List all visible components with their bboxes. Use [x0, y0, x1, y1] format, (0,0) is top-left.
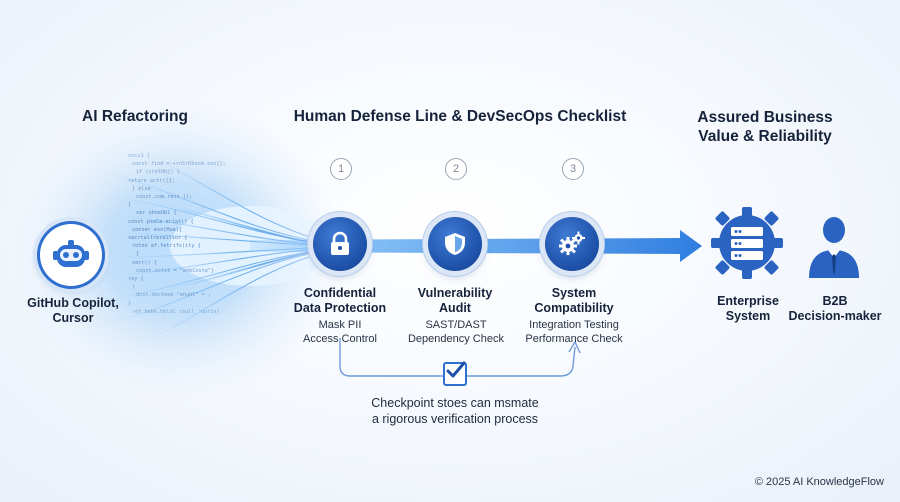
code-line: } else [132, 185, 151, 192]
checklist-heading: Human Defense Line & DevSecOps Checklist [293, 108, 627, 125]
code-line: const pseCe.eriat() { [128, 218, 194, 225]
code-line: const.sctst = "enbCoste"} [136, 267, 215, 274]
shield-icon [445, 233, 465, 255]
code-line: ) [132, 284, 136, 291]
decision-maker-graphic [803, 210, 865, 285]
step-2-number: 2 [445, 158, 467, 180]
step-1-title: Confidential Data Protection [293, 286, 387, 315]
enterprise-system-label: Enterprise System [717, 294, 779, 323]
code-line: return actr({}; [128, 177, 175, 184]
step-2-details: SAST/DAST Dependency Check [407, 319, 504, 345]
step-1-details: Mask PII Access Control [303, 319, 377, 345]
checkmark-icon [446, 361, 466, 378]
step-3-details: Integration Testing Performance Check [525, 319, 623, 345]
code-line: dcst.doctoee "enuhl" = ; [136, 292, 211, 299]
assured-value-heading: Assured Business Value & Reliability [697, 109, 833, 145]
code-line: rotnn af.fetrifs(ity { [132, 243, 201, 250]
code-line: sacrtaltrereitior { [128, 235, 188, 242]
code-line: } [128, 202, 132, 209]
step-2-node [428, 217, 482, 271]
businessman-icon [809, 217, 859, 278]
code-line: ret bekk.hbldl rsull 'ourln) [132, 308, 220, 315]
copilot-avatar [40, 224, 102, 286]
gears-icon [559, 231, 585, 255]
step-2-title: Vulnerability Audit [417, 286, 493, 315]
code-line: } [128, 300, 132, 307]
code-line: } [136, 251, 140, 258]
ai-tools-label: GitHub Copilot, Cursor [27, 296, 119, 325]
copyright-footer: © 2025 AI KnowledgeFlow [754, 476, 884, 488]
ai-refactoring-heading: AI Refactoring [82, 108, 188, 125]
decision-maker-label: B2B Decision-maker [788, 294, 882, 323]
step-3-node [545, 217, 599, 271]
feedback-arrowhead [568, 340, 581, 354]
code-line: cncs1 { [128, 153, 150, 159]
code-line: const find =-srnSrDhoom.son{}; [132, 161, 226, 168]
robot-icon [53, 240, 89, 267]
code-line: const.com.ress (); [136, 194, 193, 201]
step-1-node [313, 217, 367, 271]
checkpoint-box [443, 361, 467, 386]
code-snippet: cncs1 { const find =-srnSrDhoom.son{}; i… [128, 152, 288, 316]
step-1-number: 1 [330, 158, 352, 180]
step-3-title: System Compatibility [534, 286, 614, 315]
server-gear-icon [711, 207, 783, 279]
code-line: secr() { [132, 259, 157, 266]
enterprise-system-graphic [707, 203, 787, 288]
code-line: rey { [128, 276, 144, 283]
lock-icon [331, 231, 349, 255]
code-line: ser ohneObl { [136, 210, 177, 217]
step-3-number: 3 [562, 158, 584, 180]
code-line: conser esx(Hue({ [132, 226, 182, 233]
code-line: if (cretObj) { [136, 169, 180, 176]
checkpoint-caption: Checkpoint stoes can msmate a rigorous v… [371, 396, 539, 426]
